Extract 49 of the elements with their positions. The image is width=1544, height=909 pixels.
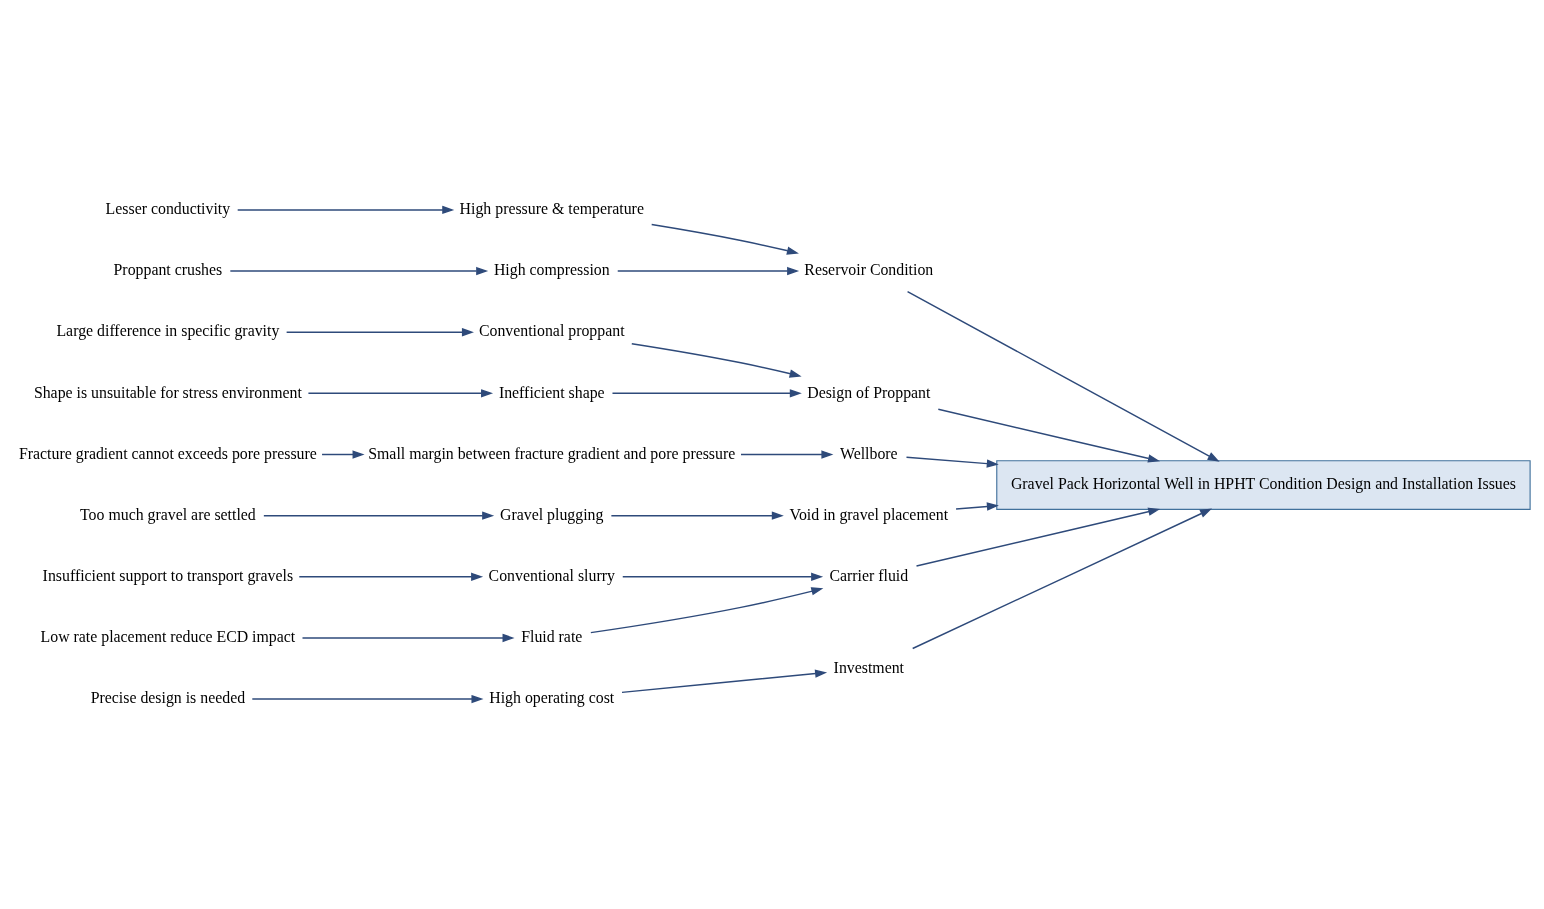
node-text: Lesser conductivity xyxy=(105,200,231,218)
node-text: Insufficient support to transport gravels xyxy=(42,566,294,584)
arrow xyxy=(298,572,484,581)
node-text: Conventional slurry xyxy=(488,566,615,584)
arrow xyxy=(621,669,828,694)
arrow xyxy=(937,408,1161,463)
node-text: Gravel plugging xyxy=(500,505,604,523)
node-text: Low rate placement reduce ECD impact xyxy=(40,628,296,646)
arrow xyxy=(285,328,474,337)
node-text: Carrier fluid xyxy=(829,566,909,584)
arrow xyxy=(301,633,515,643)
arrow xyxy=(251,694,484,704)
arrow xyxy=(590,587,824,634)
node-text: High operating cost xyxy=(489,689,615,707)
node-text: Fracture gradient cannot exceeds pore pressure xyxy=(18,444,317,462)
node-text: Too much gravel are settled xyxy=(80,505,256,523)
arrow xyxy=(955,502,999,511)
arrow xyxy=(610,511,784,520)
arrow xyxy=(611,389,802,398)
node-text: Shape is unsuitable for stress environment xyxy=(33,383,302,401)
node-text: Large difference in specific gravity xyxy=(56,322,280,340)
arrow xyxy=(263,511,495,520)
arrow xyxy=(740,450,834,459)
arrow xyxy=(617,266,800,276)
arrow xyxy=(631,342,802,378)
node-text: Conventional proppant xyxy=(478,322,625,340)
node-text: Proppant crushes xyxy=(113,261,223,279)
arrow xyxy=(915,507,1161,567)
node-text: High pressure & temperature xyxy=(459,200,644,218)
node-text: High compression xyxy=(493,261,610,279)
node-text: Small margin between fracture gradient and pore pressure xyxy=(368,444,736,462)
node-text: Reservoir Condition xyxy=(804,261,934,279)
arrow xyxy=(622,572,824,581)
node-box: Gravel Pack Horizontal Well in HPHT Condition Design and Installation Issues xyxy=(996,460,1531,510)
node-text: Investment xyxy=(833,658,905,676)
arrow xyxy=(905,456,999,468)
arrow xyxy=(906,290,1220,462)
node-text: Wellbore xyxy=(839,444,898,462)
arrow xyxy=(911,508,1213,650)
arrow xyxy=(321,450,365,459)
node-text: Inefficient shape xyxy=(498,383,605,401)
node-text: Fluid rate xyxy=(521,628,583,646)
arrow xyxy=(229,266,489,276)
arrow xyxy=(650,223,799,255)
node-text: Void in gravel placement xyxy=(789,505,949,523)
node-text: Precise design is needed xyxy=(90,689,246,707)
arrow xyxy=(236,205,455,215)
node-text: Design of Proppant xyxy=(807,383,931,401)
arrow xyxy=(307,389,494,398)
